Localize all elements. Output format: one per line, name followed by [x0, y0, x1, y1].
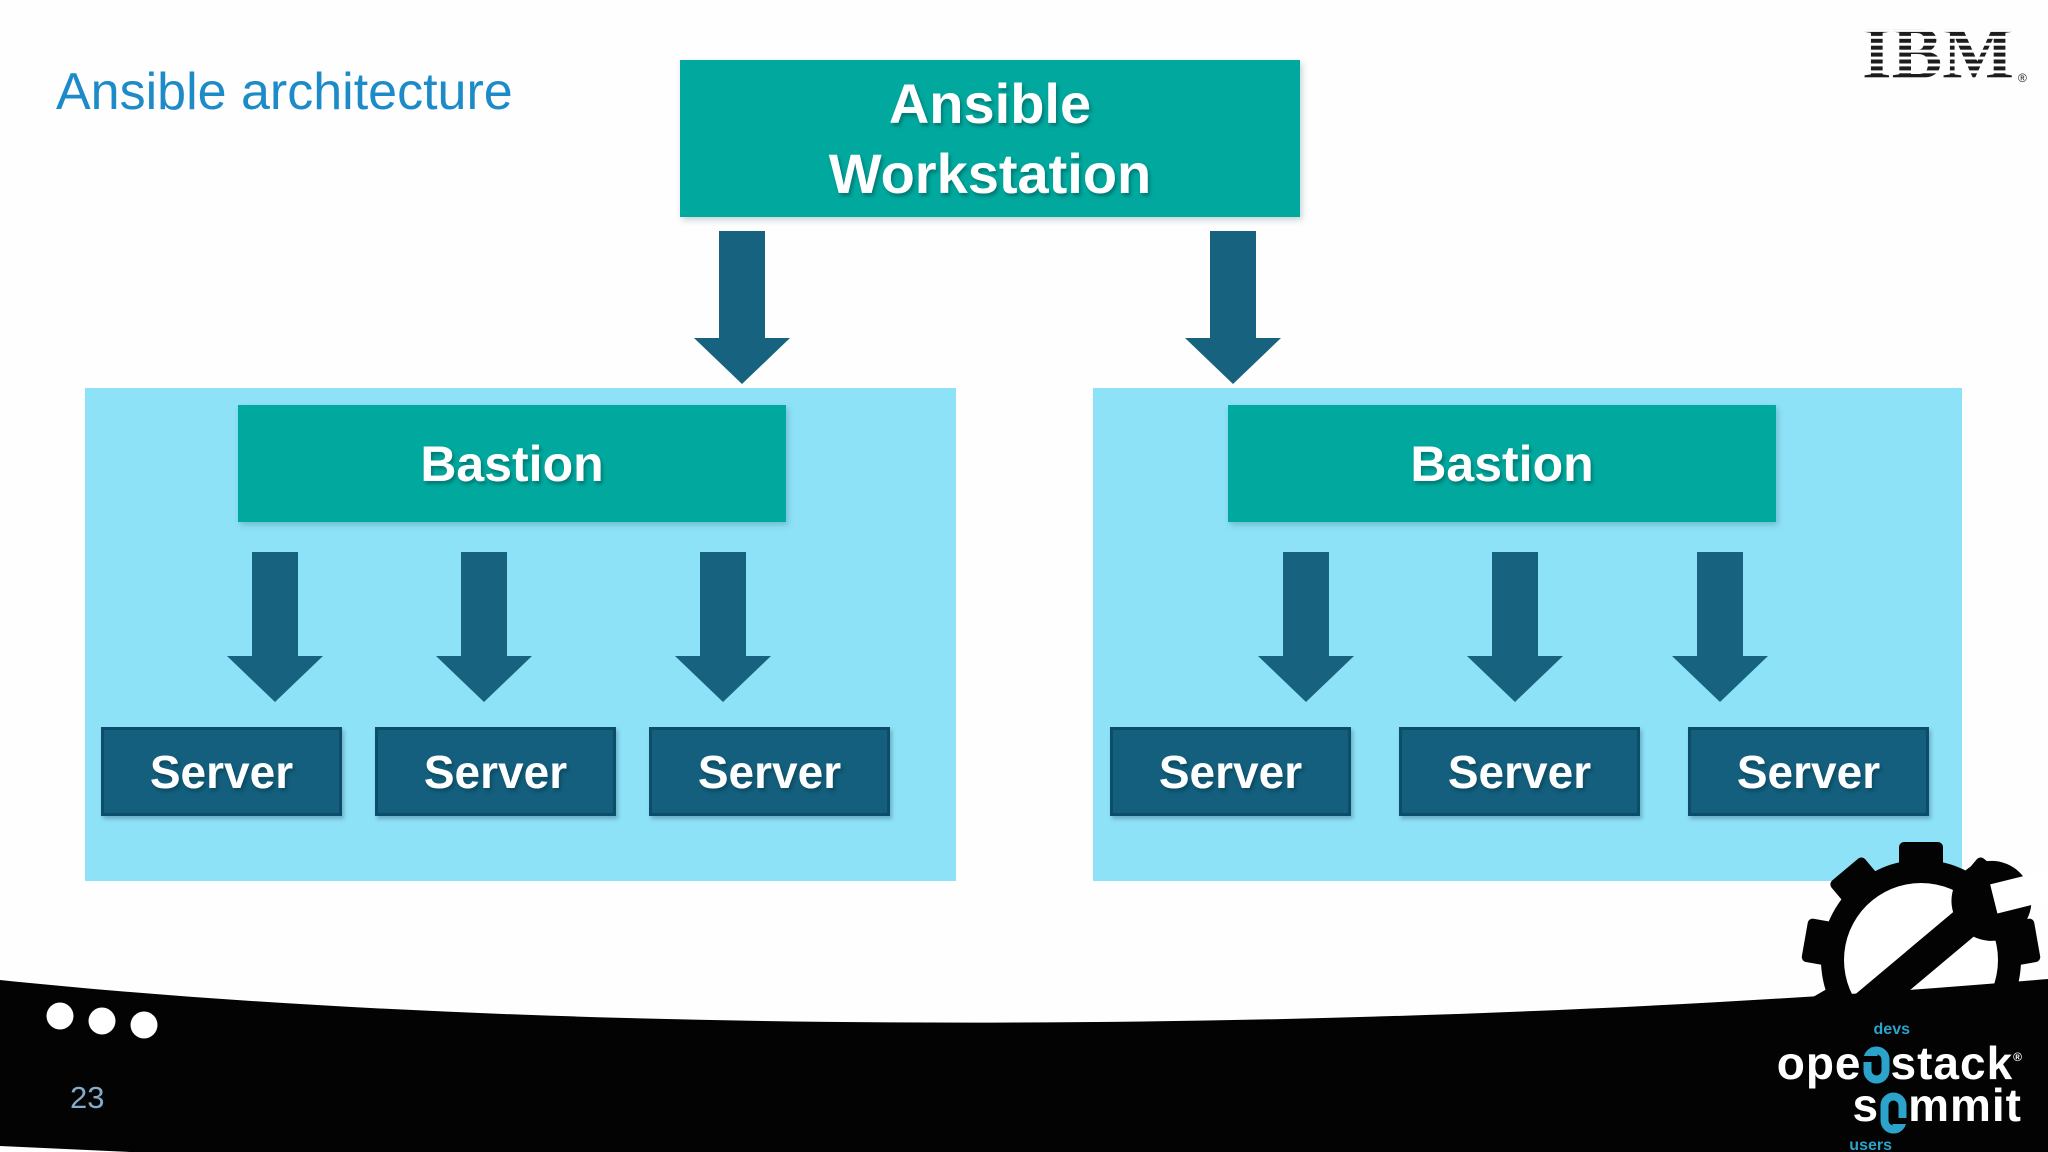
cluster-panel-right: Bastion Server Server Server: [1093, 388, 1962, 881]
openstack-summit-logo: devs ope stack® s mmit users: [1692, 1022, 2022, 1152]
openstack-ope-text: ope: [1776, 1037, 1862, 1089]
ibm-wordmark: IBM: [1862, 18, 2014, 86]
dot: [130, 1011, 158, 1039]
page-number: 23: [70, 1080, 105, 1115]
server-node: Server: [1399, 727, 1640, 816]
bastion-node: Bastion: [1228, 405, 1776, 522]
bastion-node: Bastion: [238, 405, 786, 522]
summit-s-text: s: [1852, 1079, 1880, 1131]
workstation-label-line1: Ansible: [888, 71, 1092, 135]
openstack-users-label: users: [1849, 1137, 1892, 1152]
arrow-down-icon: [227, 552, 323, 702]
arrow-down-icon: [436, 552, 532, 702]
arrow-down-icon: [1185, 231, 1281, 384]
ibm-registered-mark: ®: [2018, 71, 2027, 85]
dot: [46, 1002, 74, 1030]
openstack-n-loop-icon: [1862, 1046, 1889, 1084]
server-node: Server: [1110, 727, 1351, 816]
openstack-devs-label: devs: [1873, 1021, 1910, 1038]
arrow-down-icon: [675, 552, 771, 702]
server-node: Server: [101, 727, 342, 816]
server-node: Server: [649, 727, 890, 816]
ibm-logo: IBM ®: [1862, 18, 2027, 86]
server-node: Server: [375, 727, 616, 816]
arrow-down-icon: [1258, 552, 1354, 702]
summit-mmit-text: mmit: [1908, 1079, 2022, 1131]
arrow-down-icon: [1467, 552, 1563, 702]
summit-wordmark: s mmit: [1692, 1082, 2022, 1134]
ansible-workstation-node: Ansible Workstation: [680, 60, 1300, 217]
arrow-down-icon: [1672, 552, 1768, 702]
summit-u-loop-icon: [1880, 1092, 1908, 1134]
footer-dots: [46, 1002, 158, 1039]
openstack-stack-text: stack: [1890, 1037, 2014, 1089]
dot: [88, 1007, 116, 1035]
openstack-wordmark: ope stack®: [1692, 1040, 2022, 1086]
server-node: Server: [1688, 727, 1929, 816]
arrow-down-icon: [694, 231, 790, 384]
workstation-label-line2: Workstation: [828, 141, 1152, 205]
cluster-panel-left: Bastion Server Server Server: [85, 388, 956, 881]
page-title: Ansible architecture: [56, 63, 513, 121]
openstack-registered-mark: ®: [2013, 1050, 2022, 1064]
